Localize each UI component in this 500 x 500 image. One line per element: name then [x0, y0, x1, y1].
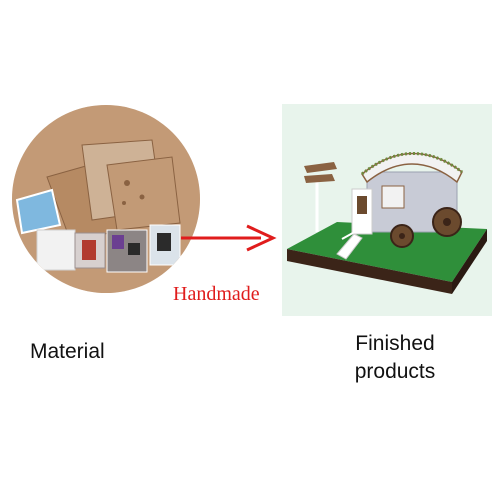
finished-product-graphic — [282, 104, 492, 316]
arrow-right-icon — [177, 218, 277, 258]
material-photo — [12, 105, 200, 293]
material-label: Material — [30, 340, 105, 363]
finished-product-photo — [282, 104, 492, 316]
finished-products-label: Finished products — [354, 332, 436, 383]
handmade-label: Handmade — [173, 283, 260, 305]
material-photo-graphic — [12, 105, 200, 293]
